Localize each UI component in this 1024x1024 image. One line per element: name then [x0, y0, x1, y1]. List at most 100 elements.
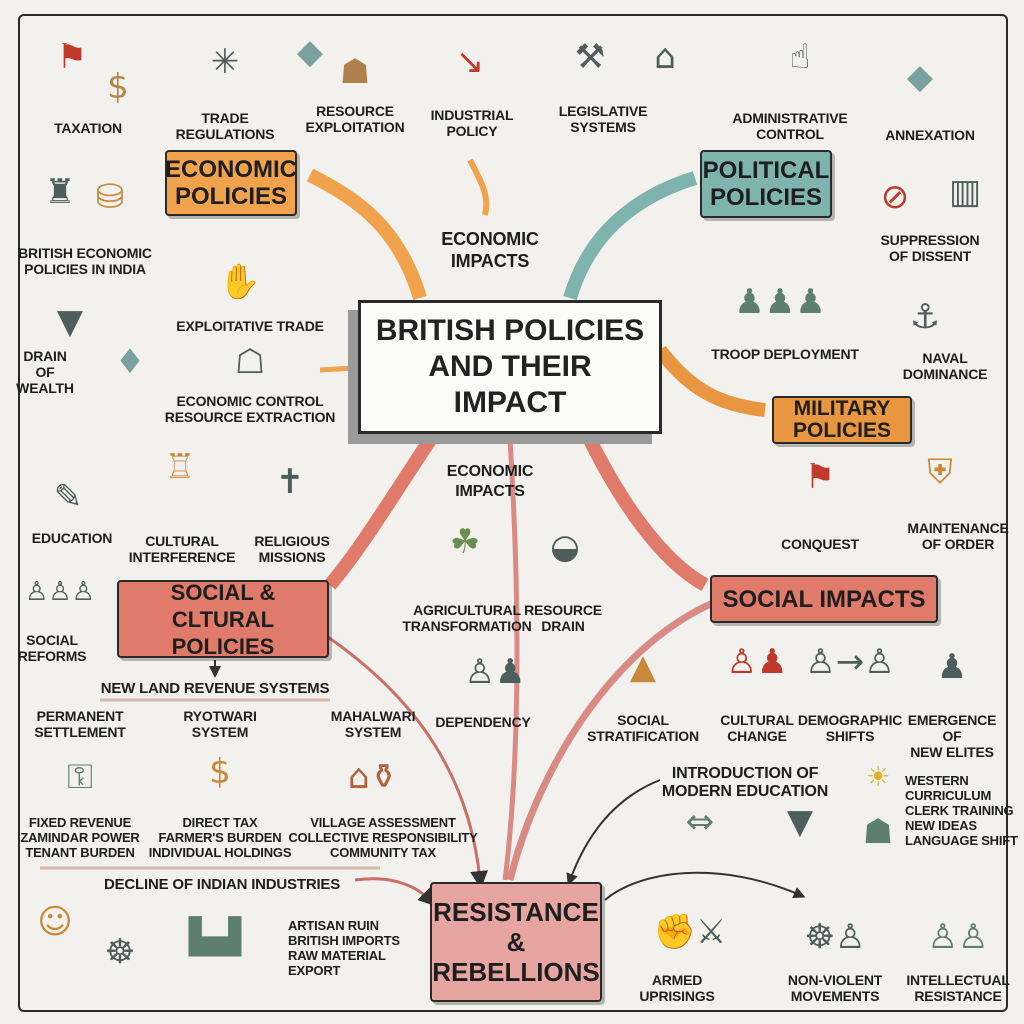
dependency-figures-icon: ♙♟: [464, 652, 526, 692]
label-legislative-systems: Legislative Systems: [558, 103, 648, 135]
arrow-industrial: [467, 158, 490, 216]
social-cultural-policies-box[interactable]: Social & Cltural Policies: [117, 580, 329, 659]
label-decline-industries: Decline of Indian Industries: [103, 876, 341, 893]
label-modern-education: Introduction of Modern Education: [661, 765, 829, 800]
fist-sword-icon: ✊⚔: [653, 912, 727, 952]
label-troop-deployment: Troop Deployment: [711, 346, 859, 362]
india-map-icon: ◆: [296, 32, 324, 72]
discussion-group-icon: ♙♙: [927, 917, 989, 957]
resistance-rebellions-box[interactable]: Resistance & Rebellions: [430, 882, 602, 1002]
bridge-icon: ⇔: [685, 802, 715, 842]
label-cultural-interference: Cultural Interference: [128, 533, 236, 565]
label-economic-impacts-top: Economic Impacts: [441, 229, 539, 271]
factory-icon: ▙▟: [188, 917, 242, 957]
declining-chart-icon: ↘: [455, 42, 485, 82]
arrow-social-resist: [324, 633, 489, 889]
basket-icon: ☗: [339, 52, 371, 92]
official-collecting-tax-icon: ♜: [44, 172, 76, 212]
permanent-details: Fixed Revenue Zamindar Power Tenant Burd…: [20, 815, 140, 860]
label-non-violent: Non-Violent Movements: [787, 972, 883, 1004]
laborers-icon: ☖: [234, 342, 266, 382]
village-pot-icon: ⌂⚱: [347, 757, 399, 797]
diagram-frame: [18, 14, 1008, 1012]
military-policies-box[interactable]: Military Policies: [772, 396, 912, 444]
label-cultural-change: Cultural Change: [720, 712, 794, 744]
handshake-icon: ✋: [218, 262, 262, 302]
label-new-land-revenue: New Land Revenue Systems: [100, 680, 330, 697]
label-social-stratification: Social Stratification: [587, 712, 699, 744]
label-intellectual-resistance: Intellectual Resistance: [906, 972, 1010, 1004]
spider-web-icon: ✳: [210, 42, 240, 82]
pyramid-icon: ▲: [629, 647, 657, 687]
ryotwari-details: Direct Tax Farmer's Burden Individual Ho…: [148, 815, 292, 860]
label-british-economic-policies: British Economic Policies in India: [18, 245, 152, 277]
label-dependency: Dependency: [435, 714, 531, 730]
label-suppression-of-dissent: Suppression of Dissent: [880, 232, 980, 264]
label-taxation: Taxation: [54, 120, 122, 136]
flag-on-hill-icon: ⚑: [804, 457, 836, 497]
label-industrial-policy: Industrial Policy: [430, 107, 514, 139]
label-exploitative-trade: Exploitative Trade: [176, 318, 324, 334]
soldiers-icon: ♟♟♟: [734, 282, 826, 322]
label-naval-dominance: Naval Dominance: [902, 350, 988, 382]
label-economic-impacts-mid: Economic Impacts: [446, 463, 534, 500]
arrow-impacts-resist: [506, 596, 722, 881]
label-social-reforms: Social Reforms: [17, 632, 87, 664]
arrow-to-social-impacts: [583, 436, 709, 592]
arrow-decline-resist: [354, 877, 437, 907]
label-conquest: Conquest: [781, 536, 859, 552]
funnel-icon: ▼: [56, 302, 84, 342]
label-trade-regulations: Trade Regulations: [175, 110, 275, 142]
farmer-field-icon: ☘: [449, 522, 481, 562]
label-drain-of-wealth: Drain of Wealth: [16, 348, 74, 396]
label-maintenance-of-order: Maintenance of Order: [907, 520, 1009, 552]
arrow-resist-right: [604, 871, 806, 901]
central-title: British Policies and Their Impact: [358, 300, 662, 434]
tax-network-icon: $: [209, 752, 231, 792]
arrow-education-resist: [566, 779, 661, 886]
book-quill-icon: ✎: [53, 477, 83, 517]
lightbulb-icon: ☀: [865, 760, 891, 793]
britain-map-icon: ♦: [114, 342, 146, 382]
artisan-icon: ☺: [37, 902, 73, 942]
prison-bars-icon: ▥: [948, 172, 982, 212]
lock-farmer-official-icon: ⚿: [67, 757, 93, 797]
annexed-map-icon: ◆: [906, 57, 934, 97]
decline-details: Artisan Ruin British Imports Raw Materia…: [288, 918, 400, 978]
clock-tower-temple-icon: ♖: [164, 447, 196, 487]
social-impacts-box[interactable]: Social Impacts: [710, 575, 938, 623]
label-administrative-control: Administrative Control: [732, 110, 848, 142]
arrow-to-social-cultural: [324, 436, 436, 590]
reader-icon: ☗: [862, 812, 894, 852]
arrow-center-resist: [502, 439, 520, 881]
label-new-elites: Emergence of New Elites: [907, 712, 997, 760]
political-policies-box[interactable]: Political Policies: [700, 150, 832, 218]
people-group-icon: ♙♙♙: [25, 577, 95, 607]
education-details: Western Curriculum Clerk Training New Id…: [905, 773, 1018, 848]
no-speech-icon: ⊘: [880, 177, 910, 217]
label-armed-uprisings: Armed Uprisings: [639, 972, 715, 1004]
label-annexation: Annexation: [885, 127, 975, 143]
spinning-wheel-marchers-icon: ☸♙: [804, 917, 866, 957]
label-mahalwari: Mahalwari System: [330, 708, 416, 740]
courthouse-icon: ⌂: [654, 37, 676, 77]
money-bag-icon: $: [107, 67, 129, 107]
arrow-to-political: [563, 171, 698, 301]
label-resource-exploitation: Resource Exploitation: [305, 103, 405, 135]
arrow-to-economic: [306, 168, 427, 300]
mahalwari-details: Village Assessment Collective Responsibi…: [288, 815, 478, 860]
economic-policies-box[interactable]: Economic Policies: [165, 150, 297, 216]
label-religious-missions: Religious Missions: [254, 533, 330, 565]
label-permanent-settlement: Permanent Settlement: [34, 708, 126, 740]
cultural-change-figures-icon: ♙♟: [726, 642, 788, 682]
label-ryotwari: Ryotwari System: [183, 708, 257, 740]
sieve-bucket-icon: ◒: [550, 527, 580, 567]
label-agricultural-transformation: Agricultural Transformation: [402, 602, 532, 634]
label-resource-drain: Resource Drain: [524, 602, 602, 634]
elite-man-book-icon: ♟: [936, 647, 968, 687]
label-education: Education: [31, 530, 113, 546]
warship-icon: ⚓: [909, 297, 941, 337]
puppet-hand-icon: ☝: [789, 37, 811, 77]
coin-stacks-icon: ⛁: [95, 177, 125, 217]
